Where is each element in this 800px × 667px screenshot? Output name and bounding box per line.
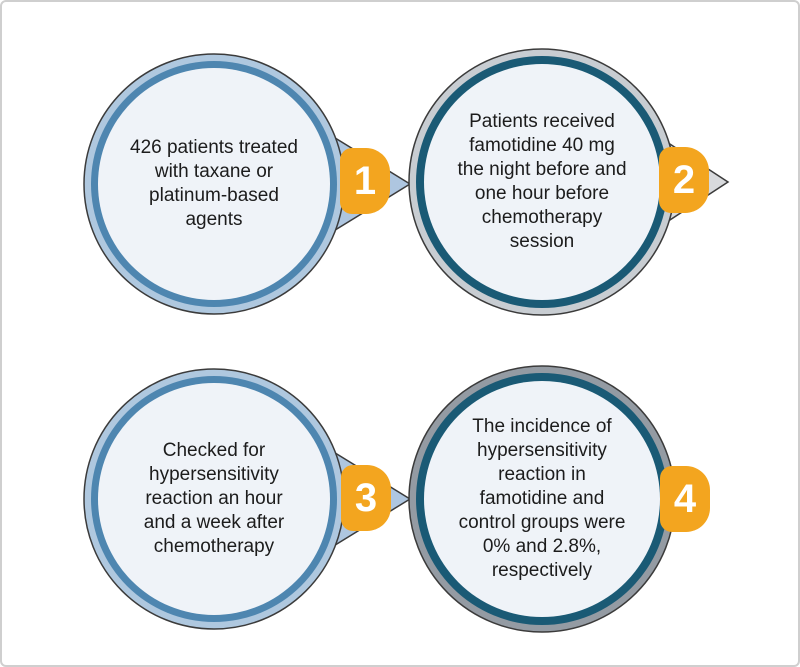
step-4-circle-fill bbox=[424, 381, 660, 617]
step-3-number-badge: 3 bbox=[341, 465, 391, 531]
step-1-shape bbox=[83, 53, 412, 315]
step-2-number-badge: 2 bbox=[659, 147, 709, 213]
step-2-text: Patients received famotidine 40 mg the n… bbox=[457, 111, 627, 252]
step-1-text: 426 patients treated with taxane or plat… bbox=[130, 137, 298, 230]
step-4-number-badge: 4 bbox=[660, 466, 710, 532]
step-1-number-badge: 1 bbox=[340, 148, 390, 214]
step-4-shape bbox=[408, 365, 676, 633]
step-3-text: Checked for hypersensitivity reaction an… bbox=[143, 440, 285, 557]
step-2-circle-fill bbox=[424, 64, 660, 300]
step-1-circle-fill bbox=[98, 68, 330, 300]
step-3-circle-fill bbox=[98, 383, 330, 615]
step-3-shape bbox=[83, 368, 412, 630]
step-4-text: The incidence of hypersensitivity reacti… bbox=[458, 416, 626, 581]
